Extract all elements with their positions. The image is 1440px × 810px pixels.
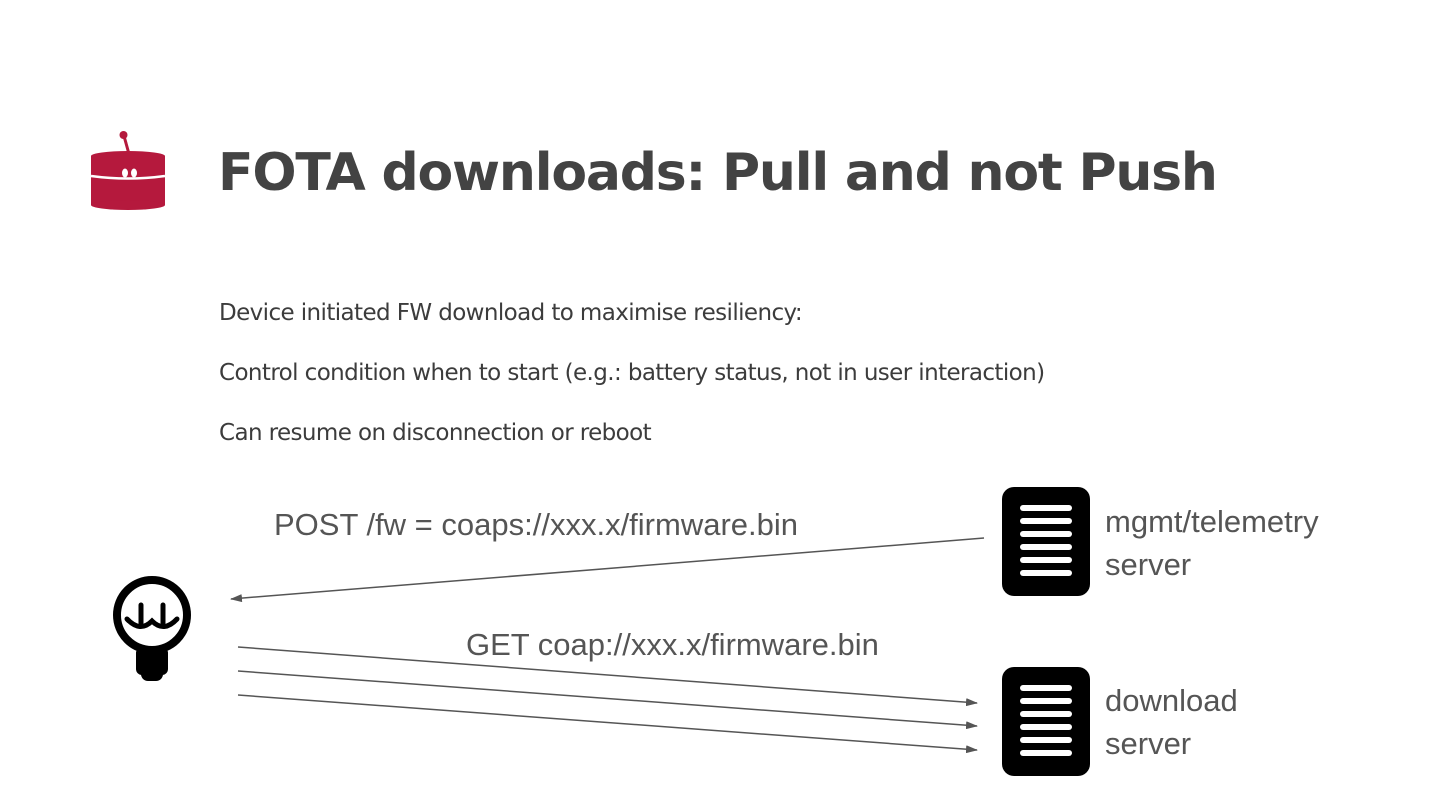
- download-server-label-line2: server: [1105, 726, 1192, 761]
- robot-logo-icon: [90, 131, 166, 210]
- post-message-label: POST /fw = coaps://xxx.x/firmware.bin: [274, 507, 799, 542]
- get-arrow-2: [237, 670, 978, 730]
- bullet-start-condition: Control condition when to start (e.g.: b…: [219, 360, 1045, 386]
- get-arrow-1: [237, 646, 978, 707]
- download-server-icon: [1002, 667, 1090, 776]
- bullet-resume: Can resume on disconnection or reboot: [219, 420, 652, 446]
- bullet-resiliency: Device initiated FW download to maximise…: [219, 300, 803, 326]
- mgmt-server-icon: [1002, 487, 1090, 596]
- get-message-label: GET coap://xxx.x/firmware.bin: [466, 627, 879, 662]
- download-server-label: download server: [1105, 679, 1238, 765]
- slide-title: FOTA downloads: Pull and not Push: [218, 143, 1218, 203]
- download-server-label-line1: download: [1105, 683, 1238, 718]
- get-arrow-3: [237, 694, 978, 754]
- post-arrow: [230, 537, 985, 603]
- mgmt-server-label-line2: server: [1105, 547, 1192, 582]
- mgmt-server-label: mgmt/telemetry server: [1105, 500, 1319, 586]
- lightbulb-device-icon: [113, 576, 191, 681]
- mgmt-server-label-line1: mgmt/telemetry: [1105, 504, 1319, 539]
